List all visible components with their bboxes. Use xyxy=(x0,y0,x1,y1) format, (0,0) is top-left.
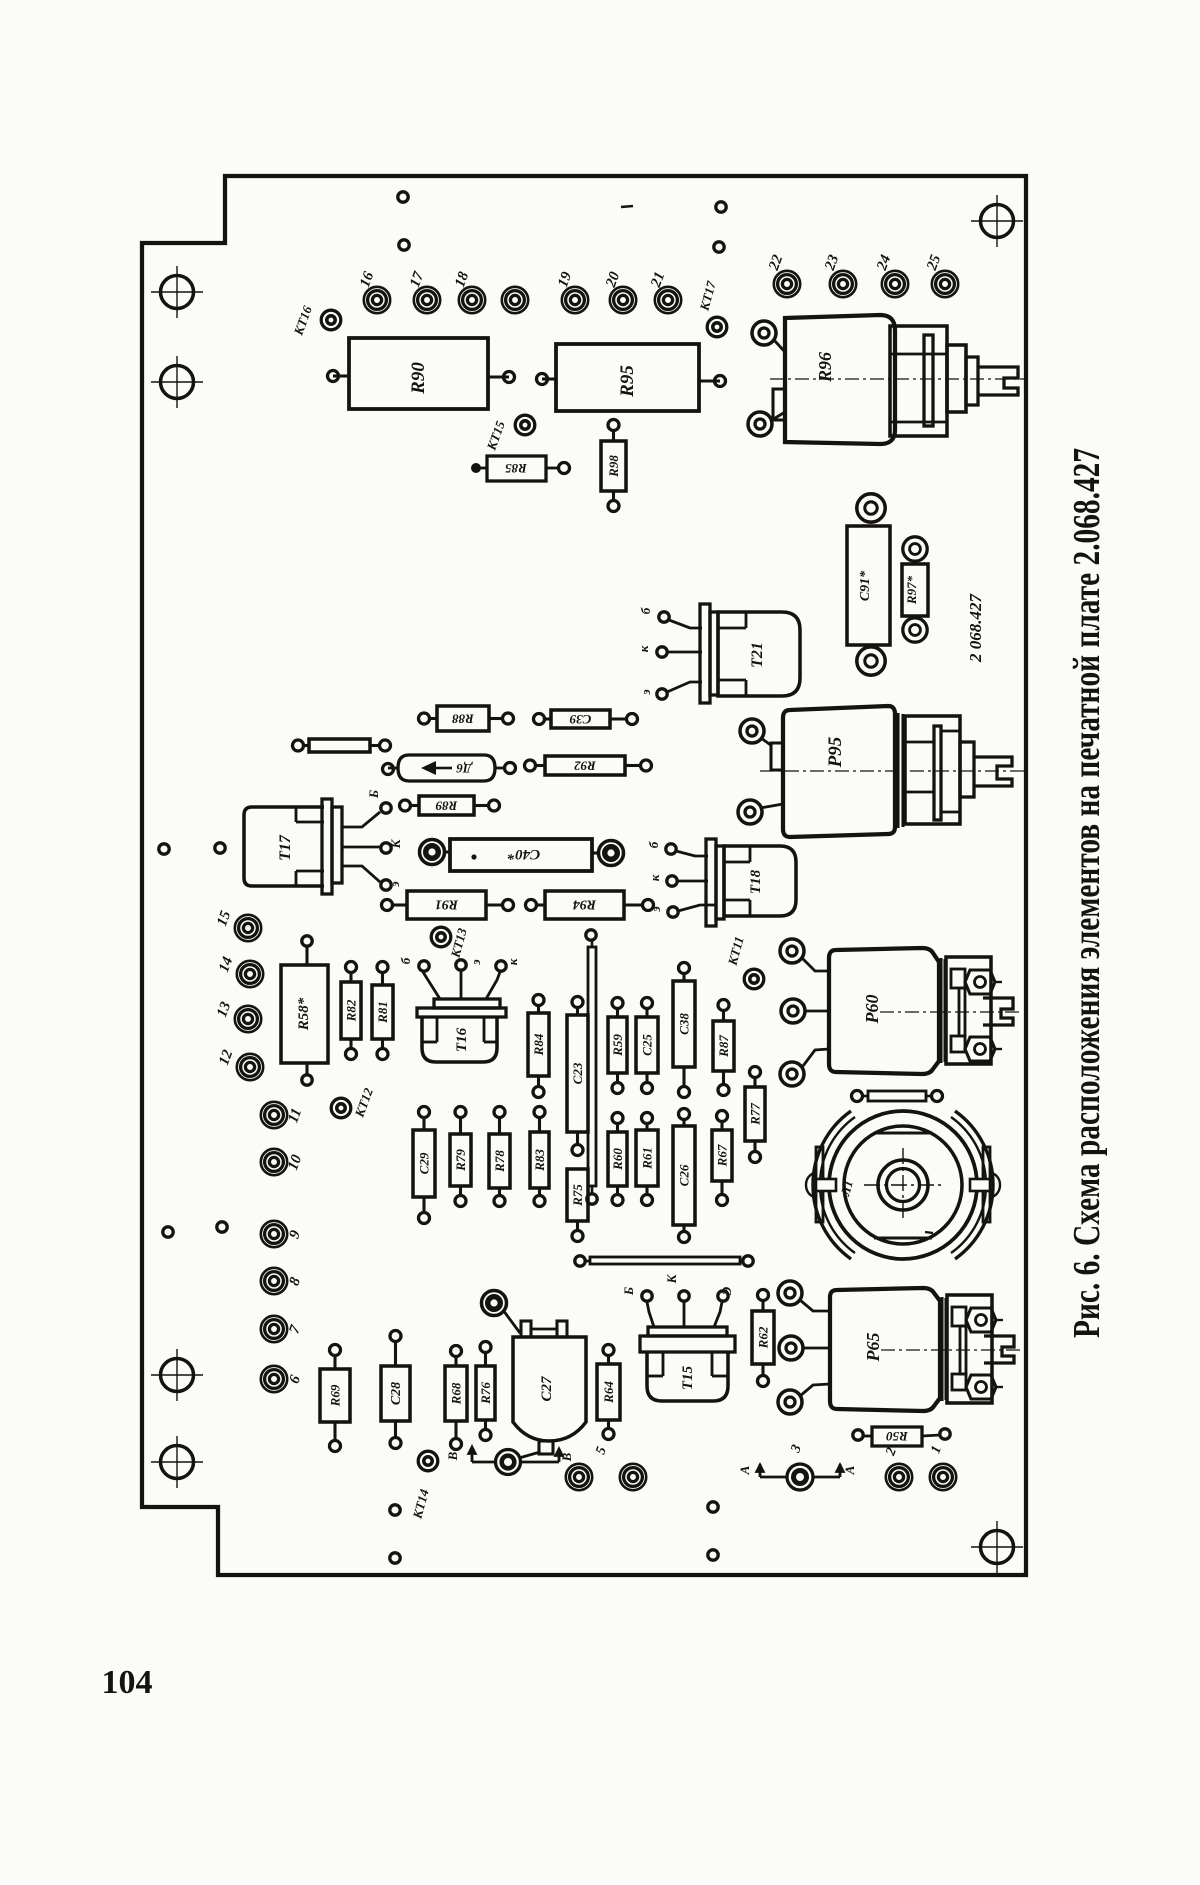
svg-text:R64: R64 xyxy=(601,1381,616,1404)
svg-text:R69: R69 xyxy=(327,1384,342,1407)
svg-text:R90: R90 xyxy=(408,362,429,395)
svg-text:к: к xyxy=(647,874,662,881)
svg-text:14: 14 xyxy=(216,954,236,974)
svg-text:R50: R50 xyxy=(886,1429,909,1444)
svg-text:Э: Э xyxy=(719,1286,734,1295)
svg-text:С38: С38 xyxy=(676,1013,691,1035)
svg-text:С39: С39 xyxy=(569,712,591,727)
svg-text:12: 12 xyxy=(216,1047,236,1067)
svg-text:5: 5 xyxy=(593,1445,609,1457)
svg-text:R88: R88 xyxy=(452,711,475,726)
svg-text:С40*: С40* xyxy=(507,846,540,862)
svg-text:б: б xyxy=(646,841,661,848)
svg-text:Т15: Т15 xyxy=(680,1365,696,1390)
svg-text:R97*: R97* xyxy=(904,575,919,605)
svg-text:Л1: Л1 xyxy=(837,1178,856,1198)
svg-text:18: 18 xyxy=(452,269,472,289)
svg-text:R94: R94 xyxy=(573,897,597,912)
svg-text:22: 22 xyxy=(766,252,787,273)
svg-text:24: 24 xyxy=(874,252,895,273)
svg-text:Р60: Р60 xyxy=(862,995,882,1025)
svg-text:А: А xyxy=(737,1465,752,1475)
svg-text:К: К xyxy=(388,838,403,849)
svg-text:1: 1 xyxy=(928,1444,944,1456)
svg-text:19: 19 xyxy=(555,269,575,289)
svg-text:С23: С23 xyxy=(570,1062,585,1084)
svg-text:R78: R78 xyxy=(492,1150,507,1173)
svg-text:15: 15 xyxy=(214,908,234,928)
svg-text:R58*: R58* xyxy=(296,997,312,1031)
svg-text:к: к xyxy=(505,958,520,965)
svg-text:Б: Б xyxy=(366,790,381,799)
svg-text:16: 16 xyxy=(357,269,377,289)
svg-text:Т17: Т17 xyxy=(277,834,294,861)
svg-text:R87: R87 xyxy=(716,1035,731,1058)
svg-text:Т21: Т21 xyxy=(749,642,766,668)
svg-text:С25: С25 xyxy=(639,1034,654,1056)
svg-text:С28: С28 xyxy=(389,1382,404,1405)
svg-text:R81: R81 xyxy=(375,1001,390,1024)
svg-text:R61: R61 xyxy=(639,1147,654,1170)
svg-text:К: К xyxy=(664,1273,679,1284)
svg-text:R79: R79 xyxy=(453,1149,468,1172)
svg-text:С29: С29 xyxy=(416,1152,431,1174)
svg-text:б: б xyxy=(638,607,653,614)
svg-text:Д6: Д6 xyxy=(456,761,473,776)
svg-text:э: э xyxy=(638,689,653,696)
svg-text:13: 13 xyxy=(214,999,234,1019)
svg-text:R83: R83 xyxy=(532,1149,547,1172)
svg-text:17: 17 xyxy=(407,269,427,289)
svg-text:20: 20 xyxy=(603,269,624,290)
svg-text:R84: R84 xyxy=(531,1033,546,1056)
svg-text:R76: R76 xyxy=(478,1382,493,1405)
svg-text:Т18: Т18 xyxy=(748,869,764,894)
svg-text:104: 104 xyxy=(102,1664,153,1701)
svg-text:Р95: Р95 xyxy=(825,736,846,768)
svg-text:21: 21 xyxy=(648,270,669,291)
svg-text:R91: R91 xyxy=(435,897,459,912)
svg-text:Б: Б xyxy=(621,1287,636,1296)
svg-text:С26: С26 xyxy=(676,1164,691,1186)
svg-text:С91*: С91* xyxy=(858,570,873,601)
svg-text:Р65: Р65 xyxy=(863,1333,883,1363)
svg-text:Т16: Т16 xyxy=(454,1027,470,1052)
svg-text:R60: R60 xyxy=(610,1148,625,1171)
svg-text:R85: R85 xyxy=(505,461,528,476)
svg-text:А: А xyxy=(842,1465,857,1475)
svg-text:R62: R62 xyxy=(755,1326,770,1349)
svg-text:11: 11 xyxy=(285,1106,305,1125)
svg-text:э: э xyxy=(468,959,483,966)
svg-text:б: б xyxy=(398,957,413,964)
svg-text:R68: R68 xyxy=(448,1382,463,1405)
svg-text:э: э xyxy=(387,881,402,888)
svg-text:2 068.427: 2 068.427 xyxy=(966,593,985,664)
svg-text:э: э xyxy=(648,906,663,913)
svg-text:R95: R95 xyxy=(617,365,638,398)
svg-text:С27: С27 xyxy=(539,1376,555,1402)
svg-text:к: к xyxy=(636,645,651,652)
svg-text:В: В xyxy=(445,1451,460,1461)
svg-text:R82: R82 xyxy=(343,999,358,1022)
svg-text:R96: R96 xyxy=(815,352,835,383)
svg-text:R75: R75 xyxy=(570,1184,585,1207)
svg-text:R59: R59 xyxy=(610,1034,625,1057)
svg-text:23: 23 xyxy=(822,252,843,273)
svg-text:R89: R89 xyxy=(435,798,458,813)
svg-text:Рис. 6. Схема расположения эле: Рис. 6. Схема расположения элементов на … xyxy=(1066,448,1108,1338)
svg-text:R92: R92 xyxy=(574,758,597,773)
svg-text:25: 25 xyxy=(924,252,945,273)
svg-text:R77: R77 xyxy=(747,1103,762,1126)
svg-text:10: 10 xyxy=(285,1152,305,1172)
svg-text:В: В xyxy=(559,1452,574,1462)
svg-text:R98: R98 xyxy=(606,455,621,478)
svg-text:R67: R67 xyxy=(714,1144,729,1167)
